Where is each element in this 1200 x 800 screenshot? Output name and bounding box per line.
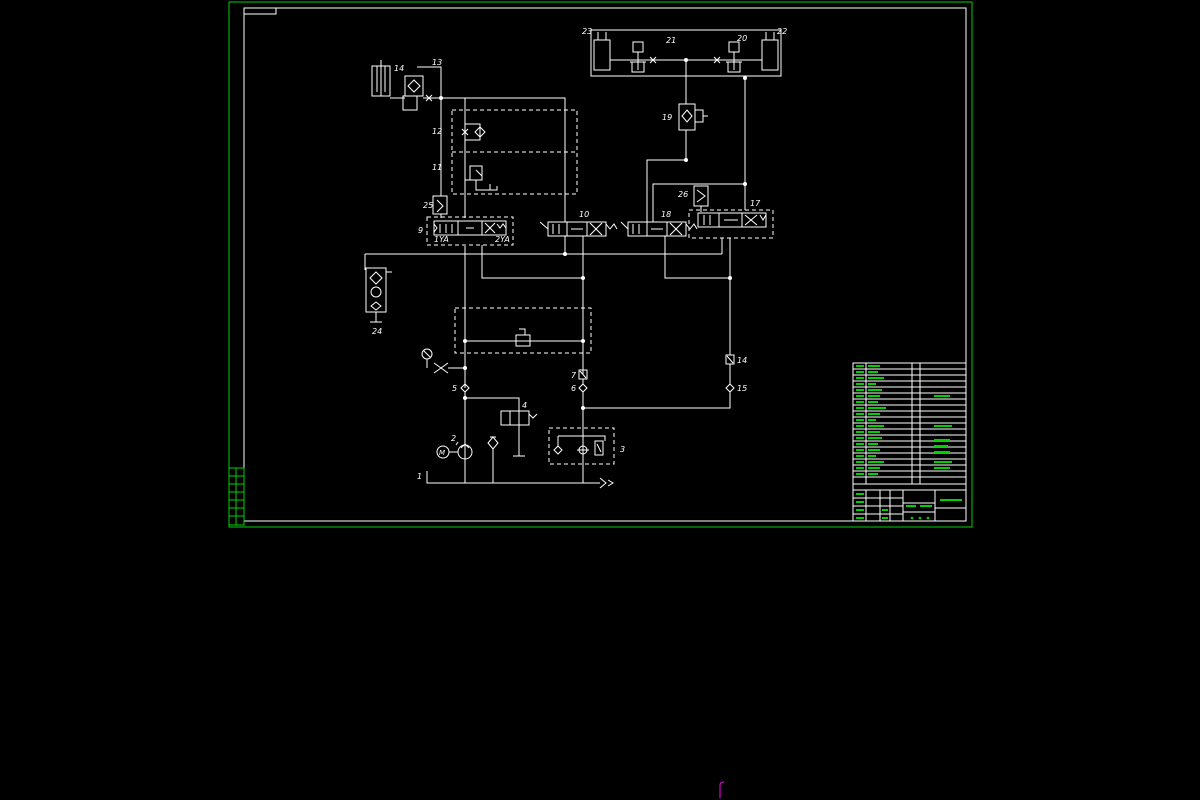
label-2ya: 2YA [495, 235, 510, 244]
label-23: 23 [582, 27, 592, 36]
label-2: 2 [451, 434, 456, 443]
label-19: 19 [662, 113, 672, 122]
label-26: 26 [678, 190, 688, 199]
label-15: 15 [737, 384, 747, 393]
label-21: 21 [666, 36, 676, 45]
valve-25 [432, 195, 448, 218]
label-13: 13 [432, 58, 442, 67]
valve-18 [620, 221, 698, 237]
label-1: 1 [417, 472, 422, 481]
label-6: 6 [571, 384, 576, 393]
label-20: 20 [737, 34, 747, 43]
valve-10 [539, 221, 618, 237]
valve-19 [678, 103, 708, 131]
cylinder-14 [371, 60, 391, 97]
label-4: 4 [522, 401, 527, 410]
label-7: 7 [571, 371, 577, 380]
drawing-frame [228, 1, 973, 528]
valve-9 [426, 216, 514, 246]
label-motor: M [439, 449, 445, 457]
label-11: 11 [432, 163, 442, 172]
label-10: 10 [579, 210, 589, 219]
label-17: 17 [750, 199, 761, 208]
label-1ya: 1YA [434, 235, 449, 244]
label-18: 18 [661, 210, 671, 219]
component-labels: 1 2 3 4 5 6 7 9 10 11 12 13 14 14 15 17 … [372, 27, 787, 481]
valve-13 [390, 66, 566, 222]
parts-list-fill [856, 365, 952, 475]
filter-symbol [487, 436, 499, 483]
label-14-bottom: 14 [737, 356, 747, 365]
valve-4 [465, 397, 538, 457]
relief-valve-11 [465, 165, 498, 191]
title-block [852, 362, 967, 522]
label-24: 24 [372, 327, 382, 336]
text-cursor-icon [719, 781, 725, 798]
schematic-lines [364, 29, 782, 489]
label-9: 9 [418, 226, 423, 235]
label-22: 22 [777, 27, 787, 36]
binding-strip [228, 467, 245, 526]
motor-pump-2 [436, 441, 473, 460]
label-5: 5 [452, 384, 457, 393]
solenoid-valve-box [465, 328, 583, 347]
valve-17 [688, 209, 774, 239]
label-14-top: 14 [394, 64, 404, 73]
pressure-gauge [421, 348, 465, 374]
label-3: 3 [620, 445, 625, 454]
clamp-assembly-top [590, 29, 782, 77]
valve-group-3 [553, 428, 606, 458]
label-25: 25 [423, 201, 433, 210]
label-12: 12 [432, 127, 442, 136]
valve-26 [693, 185, 709, 212]
filter-24 [365, 267, 392, 323]
